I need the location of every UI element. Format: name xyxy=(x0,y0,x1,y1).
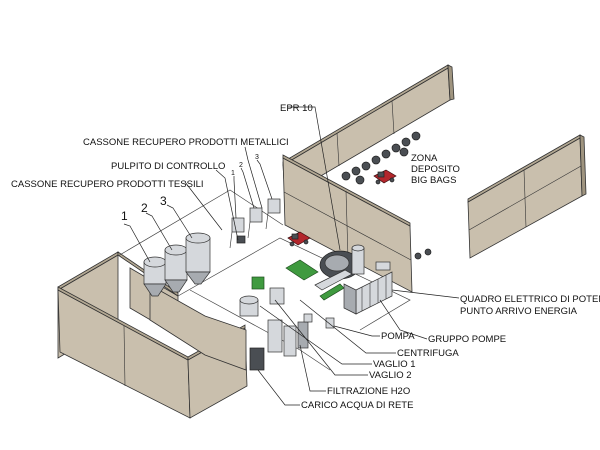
forklift-deposit xyxy=(373,169,397,185)
label-silo-1: 1 xyxy=(121,209,128,223)
silo-3 xyxy=(185,232,211,285)
label-gruppo-pompe: GRUPPO POMPE xyxy=(428,334,506,345)
label-cassone-tessili: CASSONE RECUPERO PRODOTTI TESSILI xyxy=(11,179,204,190)
filtration-units xyxy=(249,313,335,371)
label-silo-2: 2 xyxy=(141,201,148,215)
label-silo-3: 3 xyxy=(160,194,167,208)
middle-wall xyxy=(282,154,413,293)
label-epr: EPR 10 xyxy=(280,103,313,114)
right-wall xyxy=(467,134,587,259)
electrical-panel xyxy=(343,261,393,315)
leader-lines xyxy=(123,106,460,406)
label-zona: ZONA xyxy=(411,153,438,164)
hopper-group xyxy=(229,198,281,249)
label-vaglio-2: VAGLIO 2 xyxy=(369,370,412,381)
centrifuge xyxy=(239,287,285,317)
label-carico-acqua: CARICO ACQUA DI RETE xyxy=(301,400,413,411)
epr-machine xyxy=(314,244,365,291)
label-quadro-elettrico: QUADRO ELETTRICO DI POTENZA xyxy=(460,294,600,305)
label-hopper-1: 1 xyxy=(231,170,235,177)
label-hopper-2: 2 xyxy=(239,162,243,169)
label-centrifuga: CENTRIFUGA xyxy=(397,348,459,359)
label-big-bags: BIG BAGS xyxy=(411,175,456,186)
label-filtrazione: FILTRAZIONE H2O xyxy=(327,386,410,397)
label-vaglio-1: VAGLIO 1 xyxy=(373,359,416,370)
label-cassone-metallici: CASSONE RECUPERO PRODOTTI METALLICI xyxy=(83,137,289,148)
label-pompa: POMPA xyxy=(381,331,415,342)
green-equipment xyxy=(251,259,345,301)
big-bags xyxy=(341,131,432,260)
forklift-inside xyxy=(287,231,311,247)
silo-group xyxy=(143,232,211,297)
label-hopper-3: 3 xyxy=(255,154,259,161)
label-deposito: DEPOSITO xyxy=(411,164,460,175)
label-pulpito: PULPITO DI CONTROLLO xyxy=(111,161,225,172)
silo-2 xyxy=(164,244,188,293)
label-punto-arrivo: PUNTO ARRIVO ENERGIA xyxy=(460,306,578,317)
